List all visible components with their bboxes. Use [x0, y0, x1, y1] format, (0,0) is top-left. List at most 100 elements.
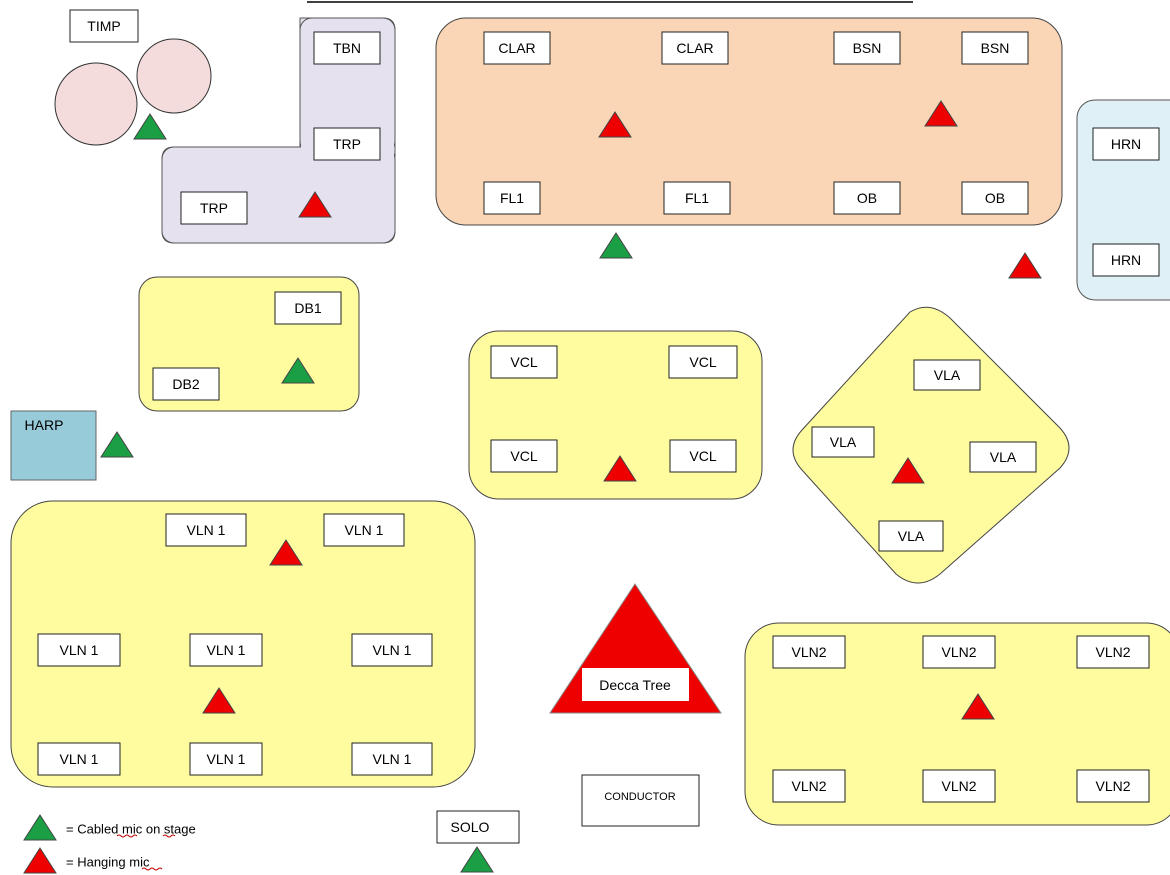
- cabled-mic-icon: [281, 357, 315, 384]
- svg-text:DB2: DB2: [172, 376, 199, 392]
- svg-text:VCL: VCL: [689, 448, 716, 464]
- label-vln1-2: VLN 1: [323, 513, 405, 547]
- svg-text:BSN: BSN: [981, 40, 1010, 56]
- svg-text:VLN 1: VLN 1: [60, 751, 99, 767]
- timpani-drum-left: [54, 62, 138, 146]
- svg-text:VLA: VLA: [830, 434, 857, 450]
- label-vcl-1: VCL: [490, 345, 558, 379]
- label-vln1-5: VLN 1: [351, 633, 433, 667]
- hanging-mic-icon: [1008, 252, 1042, 279]
- svg-text:VCL: VCL: [510, 448, 537, 464]
- svg-text:VLN 1: VLN 1: [207, 751, 246, 767]
- label-vln1-7: VLN 1: [189, 742, 263, 776]
- svg-text:VLA: VLA: [898, 528, 925, 544]
- svg-text:VLN2: VLN2: [1095, 778, 1130, 794]
- svg-text:VLN 1: VLN 1: [373, 751, 412, 767]
- svg-text:TRP: TRP: [333, 136, 361, 152]
- spellcheck-squiggle: [141, 867, 163, 871]
- hanging-mic-icon: [298, 191, 332, 218]
- legend: = Cabled mic on stage = Hanging mic: [23, 814, 196, 874]
- cabled-mic-icon: [599, 232, 633, 259]
- svg-text:VLN 1: VLN 1: [60, 642, 99, 658]
- svg-text:Decca Tree: Decca Tree: [599, 677, 671, 693]
- svg-text:FL1: FL1: [685, 190, 709, 206]
- svg-text:VLN2: VLN2: [791, 778, 826, 794]
- harp-block: HARP: [10, 410, 97, 481]
- svg-text:OB: OB: [857, 190, 877, 206]
- label-clar-2: CLAR: [661, 31, 729, 65]
- label-vln2-3: VLN2: [1076, 635, 1150, 669]
- viola-zone: [792, 306, 1070, 584]
- label-vln1-4: VLN 1: [189, 633, 263, 667]
- label-ob-2: OB: [961, 181, 1029, 215]
- svg-text:VLN2: VLN2: [1095, 644, 1130, 660]
- legend-cabled-text: = Cabled mic on stage: [66, 822, 196, 837]
- label-db2: DB2: [152, 367, 220, 401]
- svg-text:CONDUCTOR: CONDUCTOR: [604, 791, 675, 803]
- label-vln2-4: VLN2: [772, 769, 846, 803]
- label-vla-4: VLA: [878, 520, 944, 552]
- svg-text:VLN2: VLN2: [941, 644, 976, 660]
- hanging-mic-icon: [598, 111, 632, 138]
- label-vcl-4: VCL: [669, 439, 737, 473]
- svg-text:VLA: VLA: [990, 449, 1017, 465]
- label-timp: TIMP: [69, 9, 139, 43]
- cabled-mic-icon: [133, 113, 167, 140]
- label-fl1-1: FL1: [483, 181, 541, 215]
- label-solo: SOLO: [436, 810, 520, 844]
- cabled-mic-icon: [100, 431, 134, 458]
- legend-hanging-text: = Hanging mic: [66, 855, 150, 870]
- hanging-mic-icon: [202, 687, 236, 714]
- label-ob-1: OB: [833, 181, 901, 215]
- hanging-mic-icon: [603, 455, 637, 482]
- svg-text:VCL: VCL: [689, 354, 716, 370]
- label-vln2-1: VLN2: [772, 635, 846, 669]
- label-db1: DB1: [274, 291, 342, 325]
- violin2-zone: [744, 622, 1170, 826]
- woodwind-zone: [435, 17, 1063, 226]
- timpani-drum-right: [136, 38, 212, 114]
- spellcheck-squiggle: [116, 834, 176, 838]
- label-vln2-5: VLN2: [922, 769, 996, 803]
- label-tbn: TBN: [313, 31, 381, 65]
- label-bsn-2: BSN: [961, 31, 1029, 65]
- label-trp-lower: TRP: [180, 191, 248, 225]
- svg-text:HRN: HRN: [1111, 136, 1141, 152]
- label-conductor: CONDUCTOR: [581, 774, 700, 827]
- svg-text:HRN: HRN: [1111, 252, 1141, 268]
- label-vla-3: VLA: [969, 441, 1037, 473]
- label-vln1-1: VLN 1: [165, 513, 247, 547]
- label-hrn-1: HRN: [1092, 127, 1160, 161]
- svg-text:TBN: TBN: [333, 40, 361, 56]
- svg-text:VLN 1: VLN 1: [187, 522, 226, 538]
- svg-text:VLN2: VLN2: [941, 778, 976, 794]
- svg-text:HARP: HARP: [25, 417, 64, 433]
- hanging-mic-icon: [891, 457, 925, 484]
- label-bsn-1: BSN: [833, 31, 901, 65]
- svg-text:VLN 1: VLN 1: [345, 522, 384, 538]
- label-vla-1: VLA: [913, 359, 981, 391]
- hanging-mic-icon: [961, 693, 995, 720]
- label-vln1-6: VLN 1: [37, 742, 121, 776]
- label-vln1-3: VLN 1: [37, 633, 121, 667]
- svg-text:VLN 1: VLN 1: [207, 642, 246, 658]
- svg-text:TRP: TRP: [200, 200, 228, 216]
- svg-text:VLA: VLA: [934, 367, 961, 383]
- svg-text:VCL: VCL: [510, 354, 537, 370]
- label-vcl-3: VCL: [490, 439, 558, 473]
- hanging-mic-icon: [269, 539, 303, 566]
- label-decca-tree: Decca Tree: [582, 668, 689, 701]
- legend-hanging-mic-icon: [23, 847, 57, 874]
- label-vln2-6: VLN2: [1076, 769, 1150, 803]
- label-vln2-2: VLN2: [922, 635, 996, 669]
- svg-text:DB1: DB1: [294, 300, 321, 316]
- svg-text:OB: OB: [985, 190, 1005, 206]
- label-fl1-2: FL1: [663, 181, 731, 215]
- svg-text:TIMP: TIMP: [87, 18, 120, 34]
- svg-text:CLAR: CLAR: [498, 40, 535, 56]
- label-vcl-2: VCL: [668, 345, 738, 379]
- svg-text:CLAR: CLAR: [676, 40, 713, 56]
- label-hrn-2: HRN: [1092, 243, 1160, 277]
- svg-text:FL1: FL1: [500, 190, 524, 206]
